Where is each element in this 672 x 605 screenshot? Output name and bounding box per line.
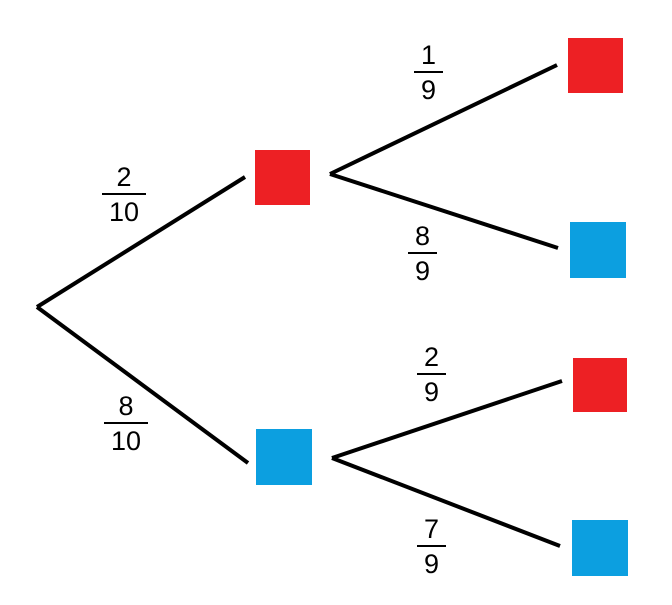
node-stage1-red [255,150,310,205]
fraction-bar [408,252,438,255]
fraction-denominator: 10 [111,426,142,457]
fraction-denominator: 9 [424,549,440,580]
branch-label-red-blue: 8 9 [408,221,438,287]
fraction-denominator: 9 [421,75,437,106]
branch-label-blue-blue: 7 9 [417,514,447,580]
node-stage2-red-red [568,38,623,93]
fraction-numerator: 2 [424,342,440,372]
fraction-bar [414,71,444,74]
branch-line-root-to-blue [35,305,250,465]
branch-line-root-to-red [35,175,247,309]
fraction-bar [104,422,149,425]
node-stage2-blue-blue [572,520,628,576]
fraction-bar [417,373,447,376]
node-stage1-blue [256,429,312,485]
branch-line-blue-to-blue [331,456,561,548]
node-stage2-blue-red [573,358,627,412]
branch-line-blue-to-red [331,379,563,460]
fraction-denominator: 10 [109,197,140,228]
node-stage2-red-blue [570,222,626,278]
fraction-denominator: 9 [424,377,440,408]
branch-line-red-to-blue [329,172,559,250]
fraction-numerator: 7 [424,514,440,544]
fraction-numerator: 8 [118,391,134,421]
fraction-bar [102,193,147,196]
fraction-numerator: 1 [421,40,437,70]
branch-label-red-red: 1 9 [414,40,444,106]
branch-label-root-blue: 8 10 [104,391,149,457]
branch-label-blue-red: 2 9 [417,342,447,408]
branch-label-root-red: 2 10 [102,162,147,228]
fraction-numerator: 2 [116,162,132,192]
fraction-numerator: 8 [415,221,431,251]
fraction-denominator: 9 [415,256,431,287]
fraction-bar [417,545,447,548]
branch-line-red-to-red [329,63,558,176]
